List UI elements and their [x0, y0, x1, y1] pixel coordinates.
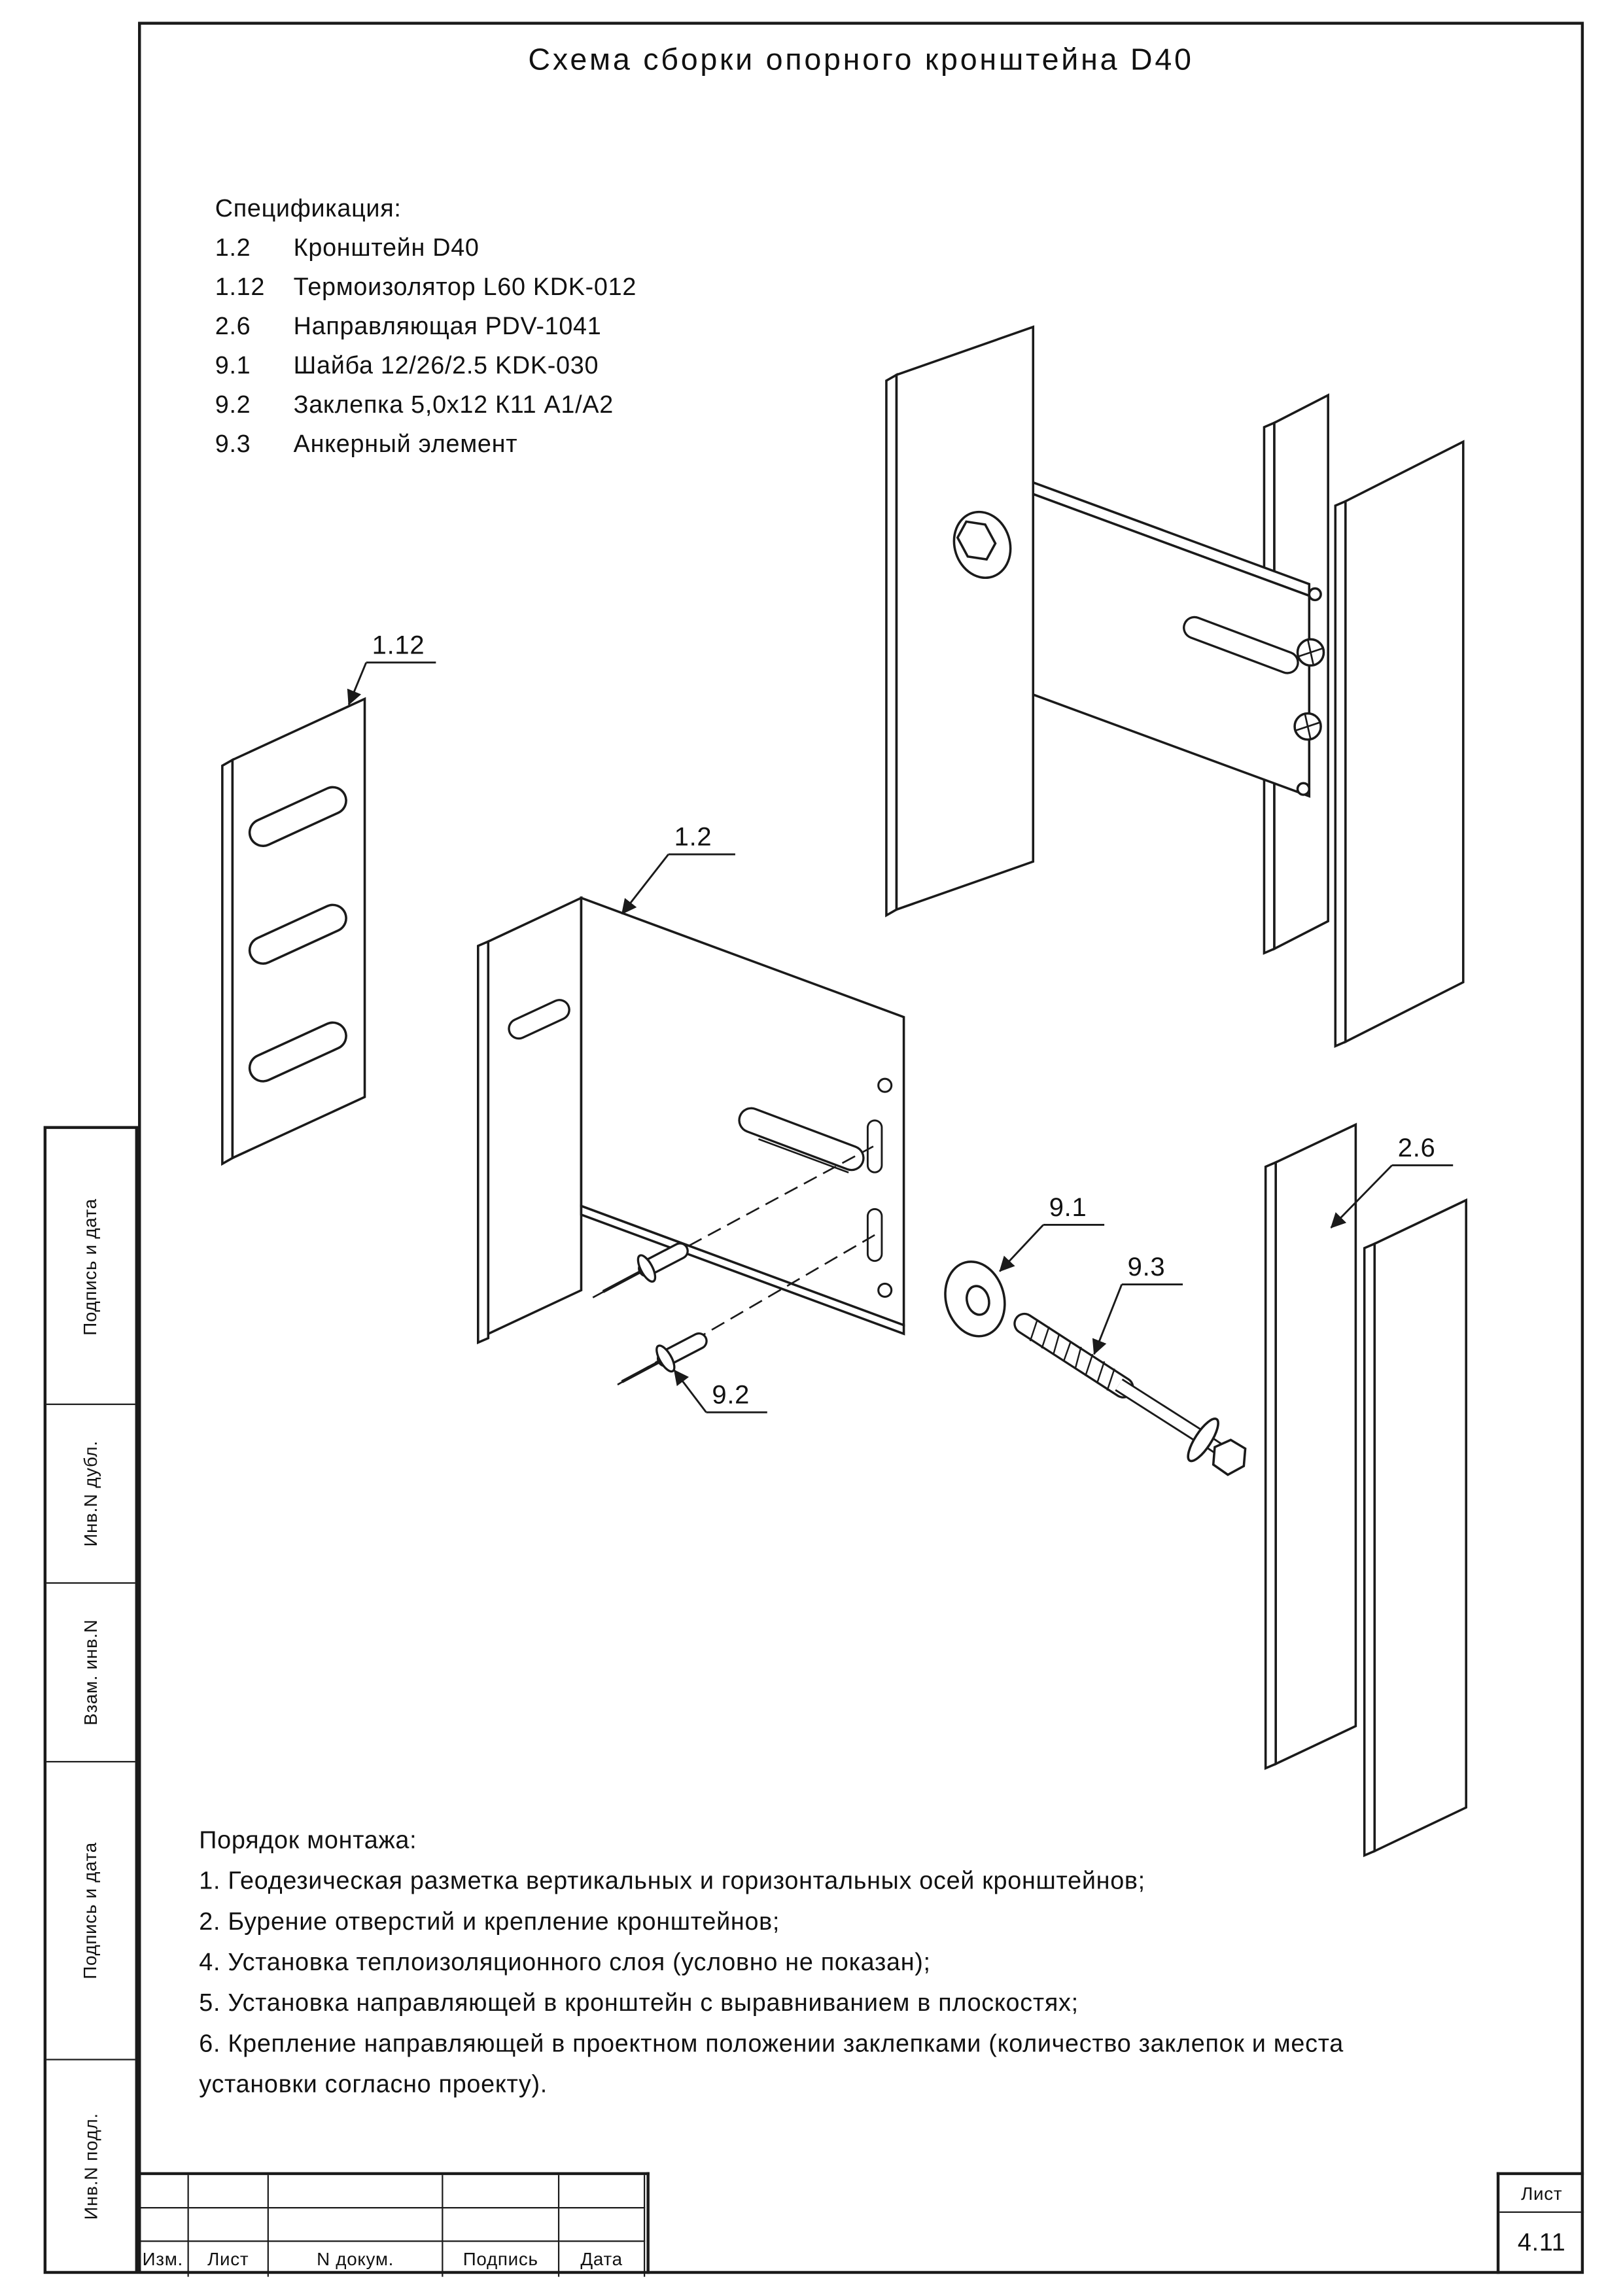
spec-item-text: Анкерный элемент: [293, 430, 518, 458]
spec-item-number: 2.6: [215, 312, 251, 340]
title-block-table: Изм. Лист N докум. Подпись Дата: [138, 2172, 650, 2277]
sidebar-cell-label: Инв.N подл.: [80, 2112, 101, 2219]
assembly-heading: Порядок монтажа:: [199, 1826, 417, 1854]
assembly-order-block: Порядок монтажа: 1. Геодезическая размет…: [199, 1820, 1466, 2105]
bracket-backplate-assembled: [885, 325, 1035, 918]
title-block-empty-cell: [443, 2175, 560, 2209]
title-block-empty-cell: [188, 2208, 269, 2242]
spec-item: 9.3 Анкерный элемент: [215, 425, 637, 464]
sidebar-cell-vzam-inv: Взам. инв.N: [46, 1584, 135, 1763]
rivet-2: [621, 1332, 708, 1383]
spec-item-text: Шайба 12/26/2.5 KDK-030: [293, 351, 599, 379]
spec-item-number: 9.1: [215, 351, 251, 379]
sidebar-cell-signature-date-1: Подпись и дата: [46, 1129, 135, 1405]
anchor-washer: [1187, 1418, 1219, 1463]
bracket-slots: [508, 999, 893, 1298]
title-block-empty-cell: [443, 2208, 560, 2242]
part-label-texts: 1.12 1.2 9.1 9.3 9.2 2.6: [372, 631, 1436, 1410]
label-washer: 9.1: [1049, 1193, 1087, 1222]
title-block-col-docnum: N докум.: [269, 2242, 444, 2277]
bolt-head-icon: [956, 520, 997, 561]
title-block-col-data: Дата: [559, 2242, 646, 2277]
specification-block: Спецификация: 1.2 Кронштейн D40 1.12 Термо…: [215, 189, 637, 464]
sidebar-cell-label: Инв.N дубл.: [80, 1440, 101, 1547]
insulator-slots: [248, 786, 347, 1083]
sidebar-cell-label: Взам. инв.N: [80, 1619, 101, 1726]
anchor-part: [1013, 1312, 1247, 1476]
spec-item-number: 9.3: [215, 430, 251, 458]
sheet-number-box: Лист 4.11: [1496, 2172, 1584, 2274]
title-block-empty-cell: [268, 2208, 444, 2242]
label-insulator: 1.12: [372, 631, 425, 660]
title-block-empty-cell: [188, 2175, 269, 2209]
spec-item: 1.12 Термоизолятор L60 KDK-012: [215, 268, 637, 307]
sidebar-cell-inv-podl: Инв.N подл.: [46, 2061, 135, 2271]
title-block-empty-cell: [559, 2208, 646, 2242]
label-bracket: 1.2: [674, 823, 712, 852]
sheet-number-value: 4.11: [1517, 2229, 1566, 2257]
label-rivet: 9.2: [712, 1381, 750, 1410]
spec-item: 9.2 Заклепка 5,0х12 К11 А1/А2: [215, 385, 637, 425]
rail-far-plate-assembled: [1334, 499, 1347, 1048]
assembly-step: 6. Крепление направляющей в проектном по…: [199, 2030, 1344, 2098]
sheet-number-label: Лист: [1499, 2175, 1584, 2213]
spec-item-text: Направляющая PDV-1041: [293, 312, 602, 340]
spec-item: 9.1 Шайба 12/26/2.5 KDK-030: [215, 346, 637, 385]
title-block-empty-cell: [138, 2208, 189, 2242]
spec-item-text: Кронштейн D40: [293, 234, 480, 262]
spec-item-number: 1.12: [215, 273, 266, 301]
spec-item-number: 9.2: [215, 391, 251, 419]
rivet-1: [602, 1242, 689, 1293]
spec-item: 2.6 Направляющая PDV-1041: [215, 307, 637, 346]
assembly-step: 4. Установка теплоизоляционного слоя (ус…: [199, 1948, 931, 1976]
spec-item: 1.2 Кронштейн D40: [215, 228, 637, 268]
rail-part: [1264, 1122, 1467, 1858]
bracket-part: [476, 896, 905, 1345]
spec-item-text: Термоизолятор L60 KDK-012: [293, 273, 637, 301]
anchor-hex-head: [1212, 1438, 1247, 1476]
anchor-thread: [1029, 1319, 1115, 1391]
title-block-col-podpis: Подпись: [443, 2242, 560, 2277]
assembly-step: 5. Установка направляющей в кронштейн с …: [199, 1989, 1079, 2017]
spec-item-text: Заклепка 5,0х12 К11 А1/А2: [293, 391, 614, 419]
specification-heading: Спецификация:: [215, 194, 402, 222]
label-anchor: 9.3: [1128, 1253, 1166, 1281]
spec-item-number: 1.2: [215, 234, 251, 262]
sidebar-cell-inv-dubl: Инв.N дубл.: [46, 1405, 135, 1584]
title-block-empty-cell: [268, 2175, 444, 2209]
sidebar-cell-label: Подпись и дата: [80, 1197, 101, 1335]
assembled-details: [1183, 587, 1325, 796]
sidebar-cell-signature-date-2: Подпись и дата: [46, 1762, 135, 2061]
assembled-view: [1016, 393, 1465, 1048]
page-title: Схема сборки опорного кронштейна D40: [528, 43, 1194, 77]
title-block-col-izm: Изм.: [138, 2242, 189, 2277]
left-margin-column: Подпись и дата Инв.N дубл. Взам. инв.N П…: [43, 1126, 139, 2274]
leader-lines: [347, 661, 1454, 1414]
sheet-frame: [138, 22, 1584, 2274]
label-rail: 2.6: [1398, 1134, 1436, 1162]
title-block-col-list: Лист: [189, 2242, 269, 2277]
title-block-empty-cell: [138, 2175, 189, 2209]
assembly-step: 1. Геодезическая разметка вертикальных и…: [199, 1867, 1145, 1895]
sidebar-cell-label: Подпись и дата: [80, 1842, 101, 1979]
washer-part: [944, 1261, 1006, 1338]
assembly-step: 2. Бурение отверстий и крепление кронште…: [199, 1907, 780, 1936]
title-block-empty-cell: [559, 2175, 646, 2209]
